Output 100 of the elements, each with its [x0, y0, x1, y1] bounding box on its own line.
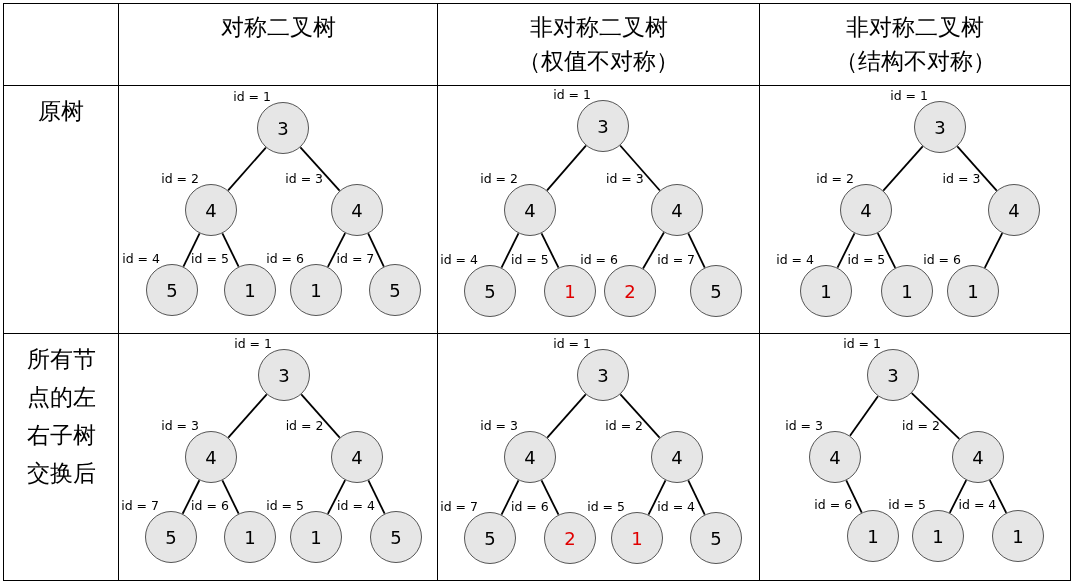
- tree-node-circle: 5: [370, 511, 422, 563]
- node-id-label: id = 1: [553, 337, 591, 351]
- tree-node-circle: 5: [690, 512, 742, 564]
- node-id-label: id = 7: [657, 253, 696, 267]
- tree-node-circle: 3: [867, 349, 919, 401]
- node-id-label: id = 4: [337, 499, 375, 513]
- tree-node-circle: 5: [464, 512, 516, 564]
- node-id-label: id = 7: [440, 500, 478, 514]
- tree-node-circle: 4: [331, 184, 383, 236]
- node-id-label: id = 1: [553, 88, 591, 102]
- node-id-label: id = 1: [233, 90, 271, 104]
- tree-node-circle: 1: [947, 265, 999, 317]
- tree-node-circle: 1: [881, 265, 933, 317]
- node-id-label: id = 3: [605, 172, 644, 186]
- node-id-label: id = 3: [480, 419, 518, 433]
- node-id-label: id = 6: [510, 500, 549, 514]
- tree-branch-line: [849, 395, 879, 437]
- tree-branch-line: [326, 232, 347, 268]
- column-header: 对称二叉树: [219, 13, 337, 42]
- tree-branch-line: [182, 232, 201, 268]
- tree-node-circle: 5: [146, 264, 198, 316]
- tree-branch-line: [988, 479, 1008, 514]
- tree-node-circle: 1: [912, 510, 964, 562]
- tree-node-circle: 3: [577, 100, 629, 152]
- tree-node-circle: 1: [611, 512, 663, 564]
- node-id-label: id = 6: [814, 498, 853, 512]
- node-id-label: id = 5: [587, 500, 625, 514]
- tree-node-circle: 3: [577, 349, 629, 401]
- tree-branch-line: [983, 232, 1004, 269]
- tree-node-circle: 4: [331, 431, 383, 483]
- node-id-label: id = 5: [266, 499, 304, 513]
- tree-branch-line: [227, 393, 268, 439]
- node-id-label: id = 4: [657, 500, 696, 514]
- tree-branch-line: [836, 232, 856, 269]
- node-id-label: id = 7: [121, 499, 159, 513]
- tree-branch-line: [687, 479, 706, 516]
- tree-branch-line: [326, 479, 347, 515]
- node-id-label: id = 7: [336, 252, 375, 266]
- tree-node-circle: 4: [988, 184, 1040, 236]
- tree-node-circle: 4: [185, 184, 237, 236]
- tree-branch-line: [299, 146, 341, 192]
- row-header: 原树: [37, 97, 85, 126]
- node-id-label: id = 5: [888, 498, 926, 512]
- tree-node-circle: 1: [544, 265, 596, 317]
- tree-node-circle: 3: [257, 102, 309, 154]
- tree-node-circle: 5: [145, 511, 197, 563]
- tree-node-circle: 5: [369, 264, 421, 316]
- tree-node-circle: 4: [185, 431, 237, 483]
- tree-node-circle: 4: [809, 431, 861, 483]
- tree-branch-line: [500, 232, 520, 269]
- tree-node-circle: 2: [604, 265, 656, 317]
- tree-node-circle: 1: [847, 510, 899, 562]
- tree-branch-line: [948, 479, 968, 514]
- tree-node-circle: 4: [840, 184, 892, 236]
- node-id-label: id = 3: [785, 419, 823, 433]
- tree-branch-line: [642, 231, 665, 270]
- node-id-label: id = 4: [440, 253, 478, 267]
- tree-branch-line: [540, 479, 560, 516]
- node-id-label: id = 1: [890, 89, 928, 103]
- tree-branch-line: [619, 144, 661, 192]
- tree-node-circle: 1: [992, 510, 1044, 562]
- tree-node-circle: 3: [914, 101, 966, 153]
- tree-branch-line: [546, 144, 587, 192]
- tree-branch-line: [956, 145, 998, 192]
- node-id-label: id = 4: [958, 498, 997, 512]
- tree-node-circle: 1: [224, 264, 276, 316]
- tree-branch-line: [300, 393, 341, 439]
- column-header: 非对称二叉树（权值不对称）: [517, 13, 680, 76]
- tree-node-circle: 3: [258, 349, 310, 401]
- node-id-label: id = 5: [847, 253, 886, 267]
- column-header: 非对称二叉树（结构不对称）: [833, 13, 997, 76]
- node-id-label: id = 5: [191, 252, 229, 266]
- tree-branch-line: [845, 479, 863, 514]
- node-id-label: id = 3: [161, 419, 199, 433]
- tree-branch-line: [876, 232, 897, 269]
- tree-node-circle: 1: [224, 511, 276, 563]
- tree-node-circle: 5: [464, 265, 516, 317]
- node-id-label: id = 6: [923, 253, 961, 267]
- tree-branch-line: [687, 232, 706, 269]
- tree-branch-line: [221, 479, 240, 515]
- node-id-label: id = 2: [605, 419, 644, 433]
- tree-node-circle: 5: [690, 265, 742, 317]
- tree-branch-line: [619, 393, 661, 439]
- node-id-label: id = 2: [285, 419, 324, 433]
- node-id-label: id = 6: [266, 252, 304, 266]
- tree-node-circle: 1: [290, 511, 342, 563]
- tree-branch-line: [882, 145, 924, 192]
- tree-branch-line: [227, 146, 267, 192]
- tree-branch-line: [540, 232, 560, 269]
- tree-branch-line: [546, 393, 587, 439]
- node-id-label: id = 3: [285, 172, 324, 186]
- tree-branch-line: [647, 479, 667, 516]
- node-id-label: id = 2: [480, 172, 518, 186]
- node-id-label: id = 2: [161, 172, 199, 186]
- tree-branch-line: [181, 479, 201, 515]
- tree-node-circle: 1: [800, 265, 852, 317]
- node-id-label: id = 2: [816, 172, 854, 186]
- node-id-label: id = 2: [902, 419, 940, 433]
- tree-node-circle: 4: [504, 184, 556, 236]
- tree-branch-line: [367, 479, 386, 515]
